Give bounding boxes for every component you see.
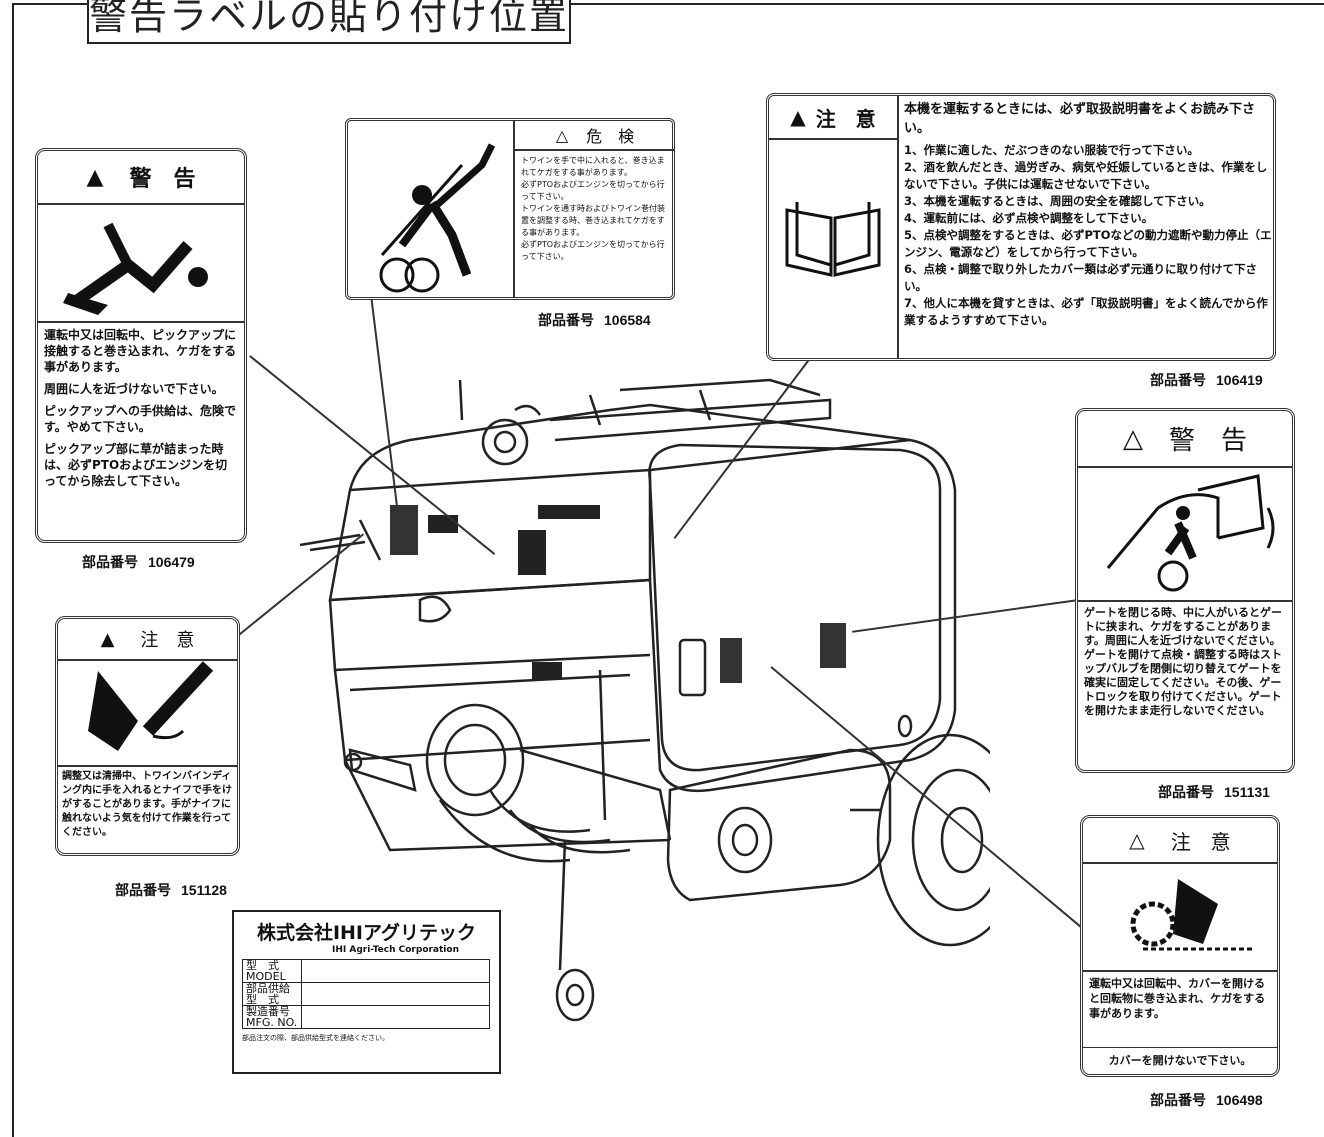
hand-cut-icon	[88, 661, 214, 751]
nameplate-row-label: 製造番号 MFG. NO.	[242, 1005, 302, 1029]
caution-label-manual: ▲ 注 意 本機を運転するときには、必ず取扱説明書をよくお読み下さい。 1、作業…	[766, 93, 1276, 361]
signal-word: 危 検	[586, 127, 635, 146]
page-title: 警告ラベルの貼り付け位置	[87, 0, 571, 44]
warning-triangle-icon: △	[1122, 423, 1143, 454]
warning-triangle-icon: ▲	[86, 164, 104, 190]
gate-crush-icon	[1106, 474, 1275, 592]
warning-triangle-icon: △	[1129, 828, 1145, 852]
nameplate-company: 株式会社IHIアグリテック	[256, 922, 477, 944]
entangled-person-icon	[379, 143, 496, 293]
label-item: 4、運転前には、必ず点検や調整をして下さい。	[904, 211, 1154, 225]
label-paragraph: ピックアップへの手供給は、危険です。やめて下さい。	[44, 404, 237, 434]
signal-word: 注 意	[140, 630, 195, 651]
nameplate-company-en: IHI Agri-Tech Corporation	[332, 945, 459, 955]
nameplate: 株式会社IHIアグリテック IHI Agri-Tech Corporation …	[232, 910, 501, 1074]
caution-label-knife: ▲ 注 意 調整又は清掃中、トワインバインディング内に手を入れるとナイフで手をけ…	[55, 616, 240, 856]
nameplate-row-label: 型 式 MODEL	[242, 959, 302, 983]
nameplate-row-label: 部品供給 型 式	[242, 982, 302, 1006]
label-text: 調整又は清掃中、トワインバインディング内に手を入れるとナイフで手をけがすることが…	[58, 765, 237, 843]
label-paragraph: トワインを手で中に入れると、巻き込まれてケガをする事があります。	[521, 156, 665, 177]
warning-triangle-icon: ▲	[790, 105, 806, 129]
nameplate-table: 型 式 MODEL 部品供給 型 式 製造番号 MFG. NO.	[242, 959, 490, 1029]
label-paragraph: 運転中又は回転中、ピックアップに接触すると巻き込まれ、ケガをする事があります。	[44, 328, 237, 374]
label-paragraph: 必ずPTOおよびエンジンを切ってから行って下さい。	[521, 180, 665, 201]
warning-label-pickup: ▲ 警 告 運転中又は回転中、ピックアップに接触すると巻き込まれ、ケガをする事が…	[35, 148, 247, 543]
label-paragraph: 必ずPTOおよびエンジンを切ってから行って下さい。	[521, 240, 665, 261]
danger-label-twine: △ 危 検 トワインを手で中に入れると、巻き込まれてケガをする事があります。 必…	[345, 118, 675, 300]
label-item: 2、酒を飲んだとき、過労ぎみ、病気や妊娠しているときは、作業をしないで下さい。子…	[904, 160, 1268, 191]
caution-label-cover: △ 注 意 運転中又は回転中、カバーを開けると回転物に巻き込まれ、ケガをする事が…	[1080, 815, 1280, 1077]
label-text: 運転中又は回転中、カバーを開けると回転物に巻き込まれ、ケガをする事があります。	[1083, 970, 1277, 1025]
label-text: ゲートを閉じる時、中に人がいるとゲートに挟まれ、ケガをすることがあります。周囲に…	[1078, 600, 1292, 722]
signal-word: 警 告	[1168, 426, 1247, 456]
label-item: 6、点検・調整で取り外したカバー類は必ず元通りに取り付けて下さい。	[904, 262, 1257, 293]
nameplate-note: 部品注文の際、部品供給型式を連絡ください。	[242, 1034, 389, 1042]
label-heading: 本機を運転するときには、必ず取扱説明書をよくお読み下さい。	[904, 102, 1256, 136]
signal-word: 警 告	[129, 167, 196, 192]
label-item: 3、本機を運転するときは、周囲の安全を確認して下さい。	[904, 194, 1211, 208]
label-paragraph: 周囲に人を近づけないで下さい。	[44, 382, 224, 396]
round-baler-illustration	[299, 378, 990, 1022]
label-footer: カバーを開けないで下さい。	[1083, 1047, 1277, 1068]
label-item: 5、点検や調整をするときは、必ずPTOなどの動力遮断や動力停止（エンジン、電源な…	[904, 228, 1272, 259]
label-item: 7、他人に本機を貸すときは、必ず「取扱説明書」をよく読んでから作業するようすすめ…	[904, 296, 1268, 327]
warning-label-gate: △ 警 告 ゲートを閉じる時、中に人がいるとゲートに挟まれ、ケガをすることがあり…	[1075, 408, 1295, 773]
rotating-part-hand-icon	[1130, 879, 1253, 951]
warning-triangle-icon: △	[555, 125, 569, 145]
falling-person-icon	[63, 222, 208, 315]
warning-triangle-icon: ▲	[100, 628, 115, 650]
signal-word: 注 意	[1170, 829, 1231, 854]
instruction-manual-icon	[785, 202, 881, 277]
label-paragraph: トワインを通す時およびトワイン巻付装置を調整する時、巻き込まれてケガをする事があ…	[521, 204, 665, 237]
page-frame	[12, 3, 1324, 1137]
signal-word: 注 意	[815, 106, 876, 131]
label-item: 1、作業に適した、だぶつきのない服装で行って下さい。	[904, 143, 1199, 157]
label-paragraph: ピックアップ部に草が詰まった時は、必ずPTOおよびエンジンを切ってから除去して下…	[44, 442, 228, 488]
